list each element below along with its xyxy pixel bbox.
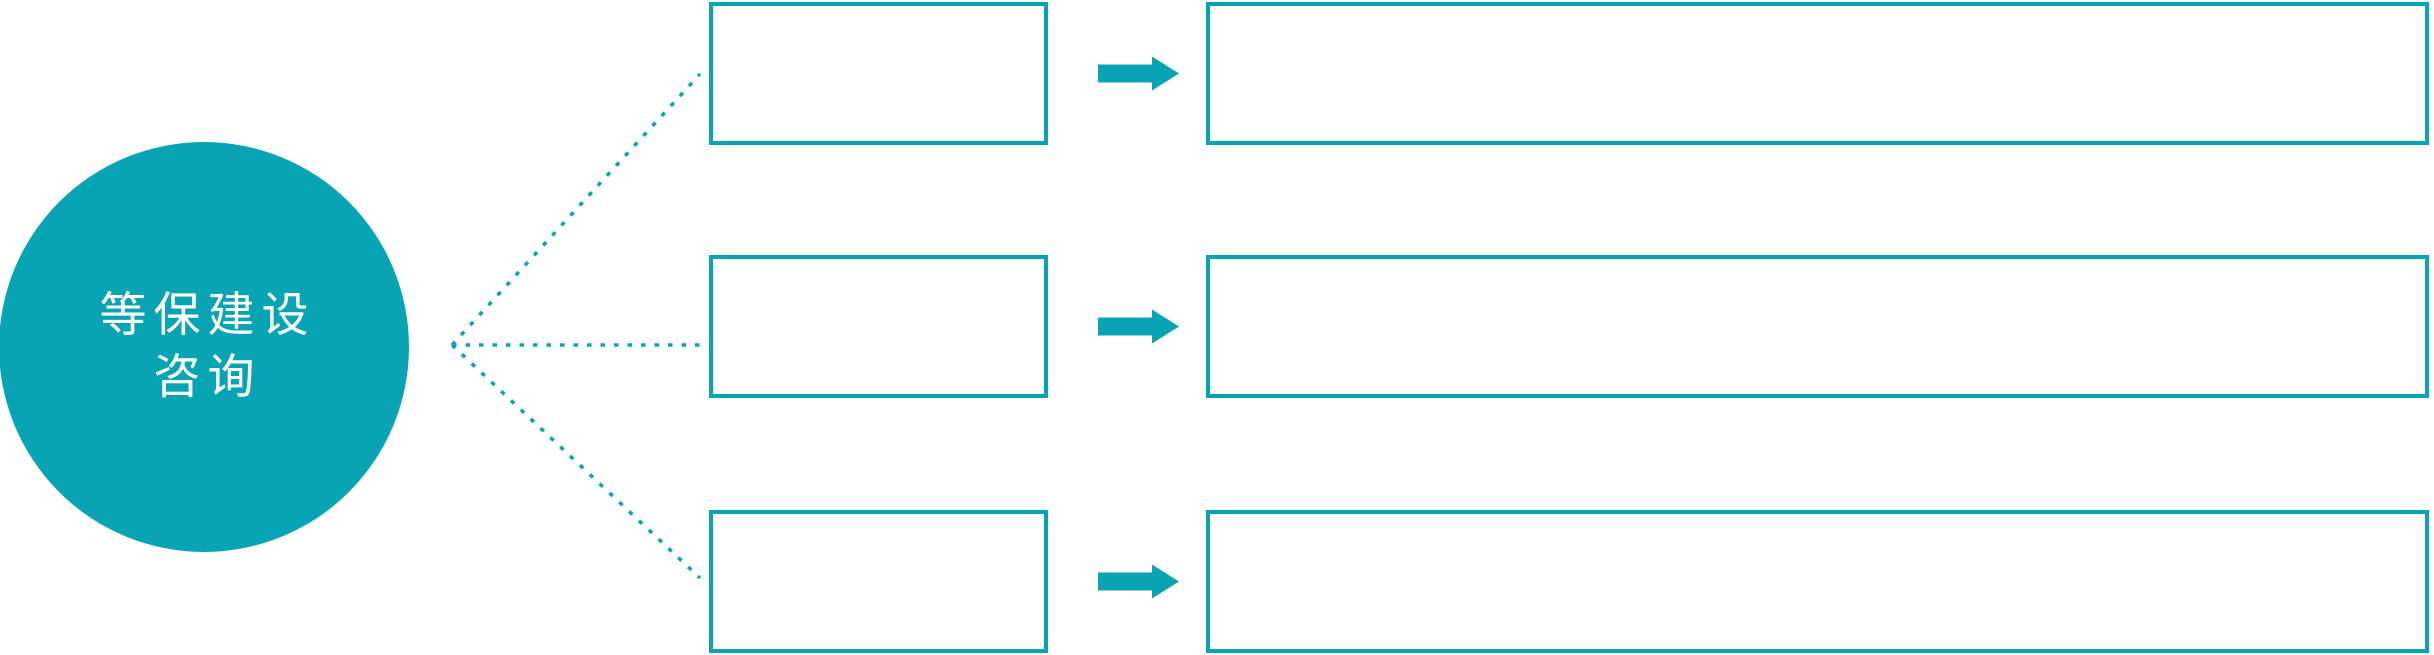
hub-circle: 等保建设 咨询: [0, 142, 409, 552]
step-box-1: [709, 2, 1048, 145]
step-box-3: [709, 510, 1048, 653]
hub-label-line1: 等保建设: [99, 287, 316, 343]
arrow-right-icon: [1098, 564, 1179, 599]
detail-box-1: [1206, 2, 2429, 145]
connector-line-top: [450, 72, 702, 347]
detail-box-2: [1206, 255, 2429, 398]
connector-line-bottom: [450, 343, 702, 580]
hub-label-line2: 咨询: [153, 350, 262, 405]
arrow-right-icon: [1098, 309, 1179, 344]
step-box-2: [709, 255, 1048, 398]
detail-box-3: [1206, 510, 2429, 653]
arrow-right-icon: [1098, 56, 1179, 91]
